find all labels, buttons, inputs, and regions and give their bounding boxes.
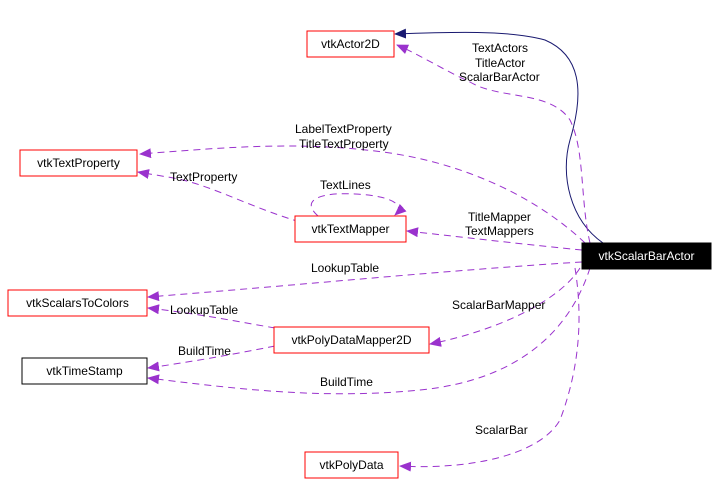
node-label-poly-data-mapper2d: vtkPolyDataMapper2D	[291, 333, 411, 347]
edge-lookup-table-mapper	[147, 304, 276, 329]
node-label-scalars-to-colors: vtkScalarsToColors	[26, 296, 129, 310]
node-vtk-time-stamp[interactable]: vtkTimeStamp	[21, 357, 148, 385]
edge-text-actors	[396, 44, 591, 244]
label-text-property: TextProperty	[170, 170, 237, 184]
edge-scalar-bar-mapper	[429, 267, 581, 347]
label-scalar-bar-actor: ScalarBarActor	[459, 70, 540, 84]
label-title-text-property: TitleTextProperty	[299, 137, 389, 151]
node-vtk-poly-data[interactable]: vtkPolyData	[304, 451, 399, 479]
node-vtk-poly-data-mapper2d[interactable]: vtkPolyDataMapper2D	[273, 326, 430, 354]
node-label-scalar-bar-actor: vtkScalarBarActor	[598, 249, 694, 263]
label-build-time-main: BuildTime	[320, 375, 373, 389]
label-text-lines: TextLines	[320, 178, 371, 192]
node-label-text-property: vtkTextProperty	[37, 156, 120, 170]
node-vtk-text-mapper[interactable]: vtkTextMapper	[294, 215, 407, 243]
edge-inherits-actor2d	[394, 28, 604, 244]
label-build-time-mapper: BuildTime	[178, 344, 231, 358]
edge-build-time-main	[147, 267, 591, 395]
label-scalar-bar-mapper: ScalarBarMapper	[452, 298, 545, 312]
edge-build-time-mapper	[147, 345, 276, 372]
node-vtk-text-property[interactable]: vtkTextProperty	[19, 149, 138, 177]
label-lookup-table-main: LookupTable	[311, 261, 379, 275]
edge-lookup-table-main	[147, 261, 583, 302]
label-label-text-property: LabelTextProperty	[295, 122, 392, 136]
edge-text-lines	[310, 193, 407, 217]
edge-scalar-bar	[399, 267, 580, 472]
label-title-actor: TitleActor	[475, 56, 525, 70]
node-label-actor2d: vtkActor2D	[321, 37, 380, 51]
node-vtk-scalars-to-colors[interactable]: vtkScalarsToColors	[7, 289, 148, 317]
label-scalar-bar: ScalarBar	[475, 423, 528, 437]
edge-label-text-property	[139, 145, 586, 244]
label-text-actors: TextActors	[472, 41, 528, 55]
node-label-text-mapper: vtkTextMapper	[311, 222, 389, 236]
node-label-poly-data: vtkPolyData	[319, 458, 383, 472]
edge-text-property	[137, 169, 301, 223]
node-label-time-stamp: vtkTimeStamp	[46, 364, 123, 378]
node-vtk-scalar-bar-actor[interactable]: vtkScalarBarActor	[581, 242, 712, 270]
label-title-mapper: TitleMapper	[468, 210, 531, 224]
label-lookup-table-mapper: LookupTable	[170, 303, 238, 317]
label-text-mappers: TextMappers	[465, 224, 534, 238]
node-vtk-actor2d[interactable]: vtkActor2D	[306, 30, 395, 58]
